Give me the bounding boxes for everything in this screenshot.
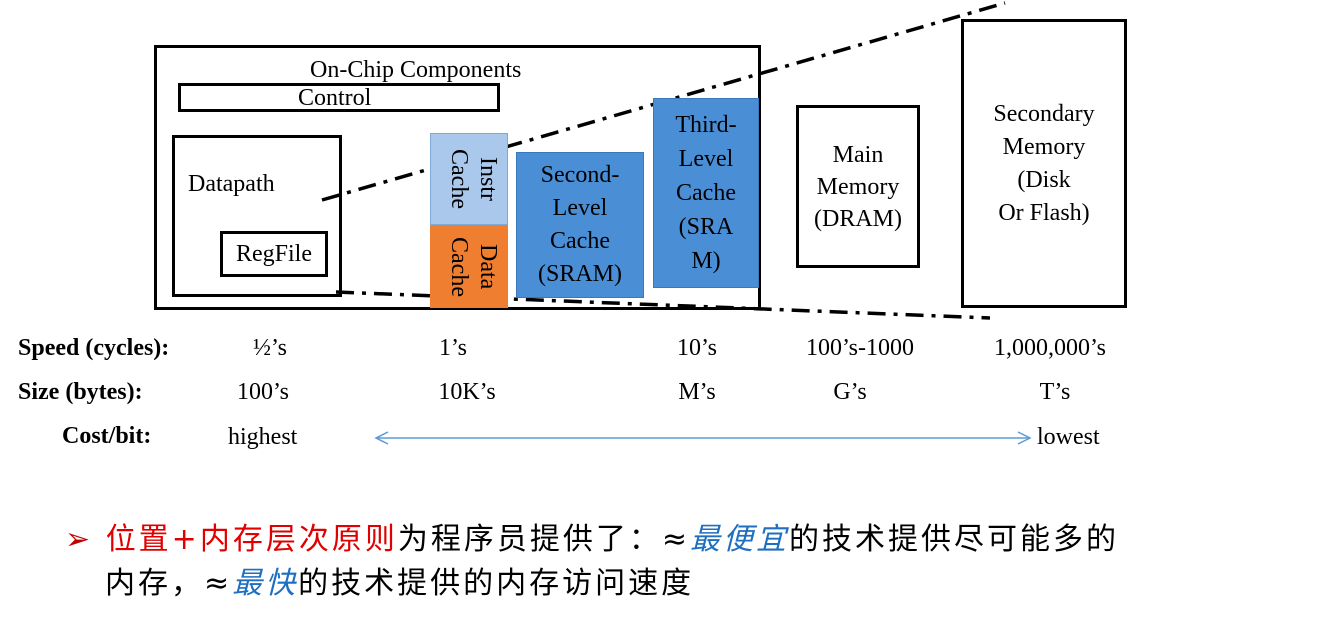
cost-label: Cost/bit: <box>62 423 152 449</box>
cost-arrow <box>374 431 1032 445</box>
cost-lowest: lowest <box>1037 424 1100 450</box>
note-emphasis: 最快 <box>232 566 299 601</box>
secondary-memory-line: Or Flash) <box>998 199 1090 226</box>
main-memory-line: Memory <box>816 173 900 200</box>
secondary-memory-line: (Disk <box>1017 166 1071 193</box>
l3-line: Third- <box>675 112 737 138</box>
speed-cell: 100’s-1000 <box>806 335 914 361</box>
main-memory-line: Main <box>832 141 884 168</box>
l3-line: Cache <box>676 180 736 206</box>
secondary-memory-line: Secondary <box>993 100 1095 127</box>
control-label: Control <box>298 85 372 111</box>
control-box <box>178 83 500 112</box>
lower-hierarchy-line <box>335 290 991 320</box>
secondary-memory-box: Secondary Memory (Disk Or Flash) <box>961 19 1127 308</box>
speed-cell: 1,000,000’s <box>993 335 1106 361</box>
speed-cell: 10’s <box>676 335 717 361</box>
bullet-arrow-icon: ➢ <box>65 522 94 557</box>
note-text: 为程序员提供了：≈ <box>397 522 690 557</box>
summary-note: ➢ 位置+内存层次原则为程序员提供了：≈最便宜的技术提供尽可能多的 内存，≈最快… <box>65 518 1119 606</box>
instr-cache <box>430 133 508 225</box>
on-chip-title: On-Chip Components <box>310 57 522 83</box>
note-line-2: 内存，≈最快的技术提供的内存访问速度 <box>65 562 1119 606</box>
main-memory-box: Main Memory (DRAM) <box>796 105 920 268</box>
data-cache-label: Data Cache <box>446 236 501 297</box>
datapath-box <box>172 135 342 297</box>
note-line-1: ➢ 位置+内存层次原则为程序员提供了：≈最便宜的技术提供尽可能多的 <box>65 518 1119 562</box>
note-text: 的技术提供尽可能多的 <box>788 522 1119 557</box>
size-label: Size (bytes): <box>18 379 143 405</box>
l2-line: Second- <box>540 162 620 188</box>
l3-line: M) <box>691 248 721 274</box>
size-cell: M’s <box>678 379 716 405</box>
l2-line: Level <box>552 195 608 221</box>
size-cell: 10K’s <box>438 379 496 405</box>
third-level-cache: Third- Level Cache (SRA M) <box>653 98 759 288</box>
l3-line: Level <box>678 146 734 172</box>
note-text: 内存，≈ <box>105 566 233 601</box>
note-emphasis: 最便宜 <box>689 522 789 557</box>
l3-line: (SRA <box>678 214 734 240</box>
speed-cell: 1’s <box>438 335 467 361</box>
instr-cache-label: Instr Cache <box>446 149 501 209</box>
speed-label: Speed (cycles): <box>18 335 170 361</box>
note-highlight: 位置+内存层次原则 <box>105 522 398 557</box>
second-level-cache: Second- Level Cache (SRAM) <box>516 152 644 298</box>
speed-cell: ½’s <box>252 335 287 361</box>
size-cell: T’s <box>1039 379 1071 405</box>
note-text: 的技术提供的内存访问速度 <box>298 566 695 601</box>
datapath-label: Datapath <box>188 171 275 197</box>
main-memory-line: (DRAM) <box>814 205 902 232</box>
on-chip-box <box>154 45 761 310</box>
l2-line: Cache <box>550 228 610 254</box>
l2-line: (SRAM) <box>537 261 622 287</box>
size-cell: 100’s <box>236 379 289 405</box>
size-cell: G’s <box>833 379 867 405</box>
secondary-memory-line: Memory <box>1002 133 1086 160</box>
data-cache <box>430 225 508 308</box>
regfile-box: RegFile <box>220 231 328 277</box>
cost-highest: highest <box>228 424 298 450</box>
